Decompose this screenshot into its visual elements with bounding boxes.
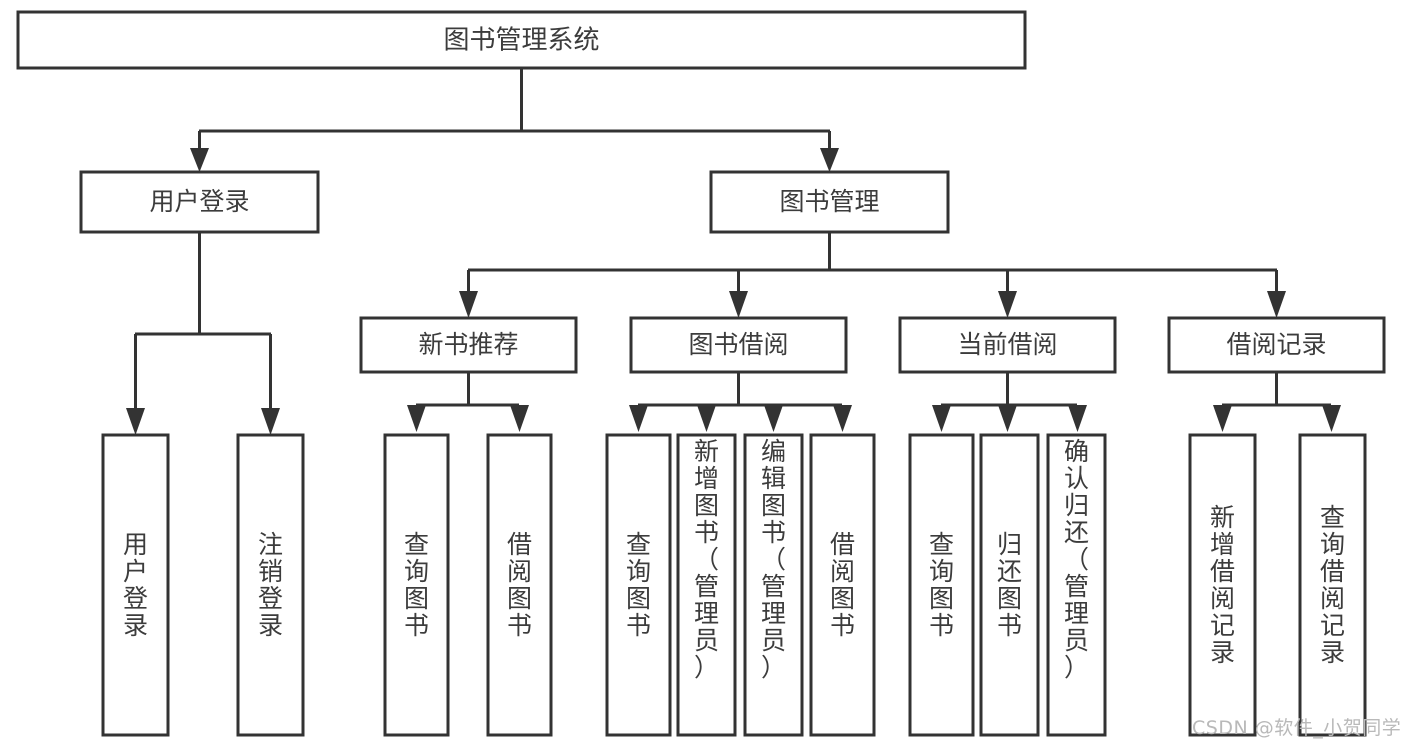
connectors-root-to-level2 — [190, 68, 839, 172]
node-book-management[interactable] — [709, 170, 950, 234]
arrow-head-leaf-user-logout — [261, 408, 280, 435]
arrow-head-leaf-query-book-3 — [932, 405, 951, 432]
node-leaf-add-book[interactable] — [676, 433, 737, 737]
node-root[interactable] — [16, 10, 1027, 70]
node-leaf-user-logout[interactable] — [236, 433, 305, 737]
node-leaf-query-book-2[interactable] — [605, 433, 672, 737]
arrow-head-leaf-confirm-return — [1068, 405, 1087, 432]
connectors-book-borrow-to-leaves — [629, 372, 852, 432]
node-borrow-record[interactable] — [1167, 316, 1386, 374]
node-leaf-borrow-book-1[interactable] — [486, 433, 553, 737]
node-leaf-confirm-return[interactable] — [1046, 433, 1107, 737]
node-book-management-label: 图书管理 — [779, 187, 879, 216]
node-root-label: 图书管理系统 — [443, 26, 599, 56]
node-leaf-query-record[interactable] — [1298, 433, 1367, 737]
watermark-text: CSDN @软件_小贺同学 — [1192, 717, 1402, 739]
arrow-head-borrow-record — [1267, 291, 1286, 318]
arrow-head-user-login — [190, 148, 209, 172]
node-leaf-query-book-3[interactable] — [908, 433, 975, 737]
arrow-head-leaf-edit-book — [764, 405, 783, 432]
arrow-head-leaf-add-record — [1213, 405, 1232, 432]
arrow-head-new-book-recommend — [459, 291, 478, 318]
arrow-head-leaf-query-book-1 — [407, 405, 426, 432]
node-current-borrow[interactable] — [898, 316, 1117, 374]
arrow-head-leaf-borrow-book-1 — [510, 405, 529, 432]
node-book-borrow[interactable] — [629, 316, 848, 374]
connectors-user-login-to-leaves — [126, 232, 280, 435]
arrow-head-book-borrow — [729, 291, 748, 318]
node-leaf-return-book[interactable] — [979, 433, 1040, 737]
arrow-head-leaf-query-book-2 — [629, 405, 648, 432]
node-leaf-edit-book[interactable] — [743, 433, 804, 737]
node-leaf-add-record[interactable] — [1188, 433, 1257, 737]
connectors-borrow-record-to-leaves — [1213, 372, 1341, 432]
arrow-head-current-borrow — [998, 291, 1017, 318]
arrow-head-leaf-user-login — [126, 408, 145, 435]
node-borrow-record-label: 借阅记录 — [1226, 330, 1326, 359]
node-new-book-recommend[interactable] — [359, 316, 578, 374]
node-user-login-label: 用户登录 — [149, 187, 249, 216]
connectors-book-management-to-level3 — [459, 232, 1286, 318]
arrow-head-leaf-return-book — [998, 405, 1017, 432]
arrow-head-book-management — [820, 148, 839, 172]
node-leaf-user-login[interactable] — [101, 433, 170, 737]
node-user-login[interactable] — [79, 170, 320, 234]
connectors-new-book-recommend-to-leaves — [407, 372, 529, 432]
node-new-book-recommend-label: 新书推荐 — [418, 330, 518, 359]
node-current-borrow-label: 当前借阅 — [957, 330, 1057, 359]
node-book-borrow-label: 图书借阅 — [688, 330, 788, 359]
node-leaf-borrow-book-2[interactable] — [809, 433, 876, 737]
arrow-head-leaf-add-book — [697, 405, 716, 432]
arrow-head-leaf-query-record — [1322, 405, 1341, 432]
connectors-current-borrow-to-leaves — [932, 372, 1087, 432]
node-leaf-query-book-1[interactable] — [383, 433, 450, 737]
arrow-head-leaf-borrow-book-2 — [833, 405, 852, 432]
